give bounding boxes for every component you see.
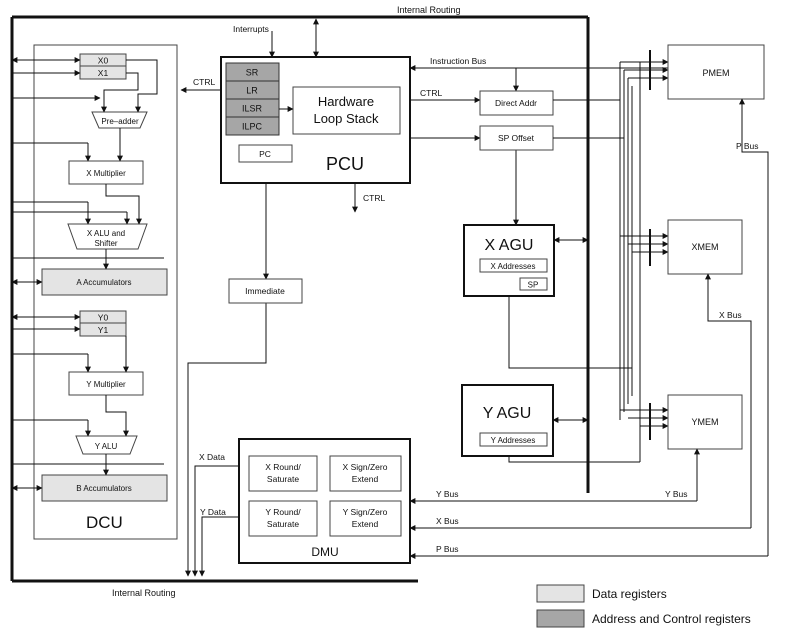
- a-accumulators-label: A Accumulators: [76, 278, 131, 287]
- ilsr-label: ILSR: [242, 104, 263, 114]
- ilpc-label: ILPC: [242, 122, 263, 132]
- immediate-box: [228, 278, 303, 304]
- x-agu-title: X AGU: [485, 237, 534, 254]
- pcu-block: SR LR ILSR ILPC Hardware Loop Stack PC P…: [220, 56, 411, 184]
- ctrl-bottom-label: CTRL: [363, 193, 385, 203]
- pre-adder-shape: [91, 111, 148, 129]
- legend: Data registers Address and Control regis…: [536, 584, 751, 628]
- x1-label: X1: [98, 68, 109, 78]
- y-addresses-label: Y Addresses: [491, 436, 536, 445]
- bus-connections: [192, 98, 769, 577]
- y-addresses-box: [479, 432, 548, 447]
- hardware-loop-stack: [292, 86, 401, 135]
- legend-address-label: Address and Control registers: [592, 612, 751, 626]
- y-round-label-2: Saturate: [267, 519, 299, 529]
- sp-offset-label: SP Offset: [498, 133, 535, 143]
- p-bus-mid-label: P Bus: [436, 544, 459, 554]
- y-bus-right-label: Y Bus: [665, 489, 688, 499]
- lr-label: LR: [246, 86, 258, 96]
- x-alu-shape: [67, 223, 148, 250]
- agu-routing: [508, 50, 669, 463]
- sp-register-label: SP: [528, 281, 539, 290]
- x-agu-block: X AGU X Addresses SP: [463, 224, 555, 297]
- x-round-label-2: Saturate: [267, 474, 299, 484]
- y-multiplier-label: Y Multiplier: [86, 380, 126, 389]
- y-sign-label-2: Extend: [352, 519, 379, 529]
- y-alu-label: Y ALU: [95, 442, 118, 451]
- y-round-box: [248, 500, 318, 537]
- dcu-title: DCU: [86, 513, 123, 532]
- y-data-label: Y Data: [200, 507, 226, 517]
- y-agu-block: Y AGU Y Addresses: [461, 384, 554, 457]
- x-sign-box: [329, 455, 402, 492]
- legend-data-swatch: [536, 584, 585, 603]
- internal-routing-bottom-label: Internal Routing: [112, 588, 176, 598]
- ymem-label: YMEM: [692, 417, 719, 427]
- p-bus-right-label: P Bus: [736, 141, 759, 151]
- dmu-block: X Round/ Saturate X Sign/Zero Extend Y R…: [238, 438, 411, 564]
- x-addresses-box: [479, 258, 548, 273]
- x-addresses-label: X Addresses: [491, 262, 536, 271]
- b-accumulators: [41, 474, 168, 502]
- interrupts-label: Interrupts: [233, 24, 269, 34]
- x0-label: X0: [98, 56, 109, 66]
- x-sign-label-1: X Sign/Zero: [343, 462, 388, 472]
- instruction-bus-label: Instruction Bus: [430, 56, 486, 66]
- x-round-label-1: X Round/: [265, 462, 301, 472]
- xmem-box: [667, 219, 743, 275]
- ctrl-right-label: CTRL: [420, 88, 442, 98]
- pmem-box: [667, 44, 765, 100]
- sp-register-box: [519, 277, 548, 291]
- hw-loop-label-2: Loop Stack: [313, 111, 379, 126]
- dcu-block: DCU X0 X1 Pre–adder X Multiplier X ALU a…: [33, 44, 178, 540]
- y1-label: Y1: [98, 325, 109, 335]
- y-bus-mid-label: Y Bus: [436, 489, 459, 499]
- dmu-title: DMU: [311, 545, 338, 559]
- ctrl-left-label: CTRL: [193, 77, 215, 87]
- ilpc-register: [225, 116, 280, 136]
- y-sign-label-1: Y Sign/Zero: [343, 507, 388, 517]
- direct-addr-box: [479, 90, 554, 116]
- y-agu-title: Y AGU: [483, 405, 532, 422]
- x-data-label: X Data: [199, 452, 225, 462]
- x-alu-label-1: X ALU and: [87, 229, 125, 238]
- legend-address-swatch: [536, 609, 585, 628]
- pcu-connections: [180, 18, 668, 577]
- direct-addr-label: Direct Addr: [495, 98, 537, 108]
- dcu-connections: [11, 57, 164, 491]
- x-round-box: [248, 455, 318, 492]
- x-alu-label-2: Shifter: [94, 239, 117, 248]
- pc-register: [238, 144, 293, 163]
- immediate-label: Immediate: [245, 286, 285, 296]
- pc-label: PC: [259, 149, 271, 159]
- pmem-label: PMEM: [703, 68, 730, 78]
- sr-label: SR: [246, 68, 259, 78]
- legend-data-label: Data registers: [592, 587, 667, 601]
- pre-adder-label: Pre–adder: [101, 117, 139, 126]
- ymem-box: [667, 394, 743, 450]
- x-bus-mid-label: X Bus: [436, 516, 459, 526]
- hw-loop-label-1: Hardware: [318, 94, 374, 109]
- y-alu-shape: [75, 435, 138, 455]
- b-accumulators-label: B Accumulators: [76, 484, 132, 493]
- y-sign-box: [329, 500, 402, 537]
- x-sign-label-2: Extend: [352, 474, 379, 484]
- y-round-label-1: Y Round/: [265, 507, 301, 517]
- internal-routing-top-label: Internal Routing: [397, 5, 461, 15]
- xmem-label: XMEM: [692, 242, 719, 252]
- pcu-title: PCU: [326, 154, 364, 174]
- x-multiplier-label: X Multiplier: [86, 169, 126, 178]
- x-bus-right-label: X Bus: [719, 310, 742, 320]
- y0-label: Y0: [98, 313, 109, 323]
